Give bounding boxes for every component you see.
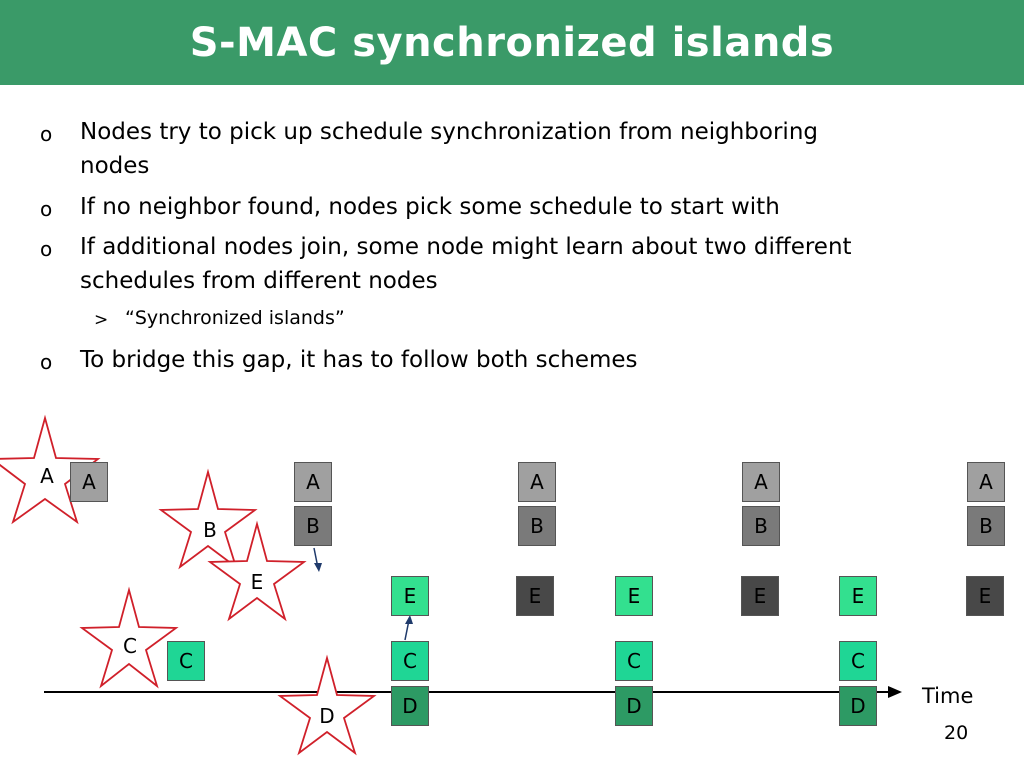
slot-d: D bbox=[839, 686, 877, 726]
slot-b: B bbox=[967, 506, 1005, 546]
c-to-e-arrowhead bbox=[405, 615, 413, 624]
slot-b: B bbox=[518, 506, 556, 546]
sub-bullet-marker: > bbox=[94, 310, 109, 330]
slot-a: A bbox=[294, 462, 332, 502]
slot-e-schedule-2: E bbox=[966, 576, 1004, 616]
time-axis-arrowhead bbox=[888, 686, 902, 698]
slot-a: A bbox=[518, 462, 556, 502]
bullet-text: Nodes try to pick up schedule synchroniz… bbox=[80, 119, 818, 145]
star-node-a bbox=[0, 414, 101, 525]
slot-b: B bbox=[742, 506, 780, 546]
slot-c: C bbox=[839, 641, 877, 681]
slot-e-schedule-1: E bbox=[615, 576, 653, 616]
bullet-marker: o bbox=[40, 350, 53, 374]
bullet-marker: o bbox=[40, 197, 53, 221]
star-node-c bbox=[79, 586, 179, 689]
time-axis-label: Time bbox=[922, 684, 974, 708]
bullet-text: To bridge this gap, it has to follow bot… bbox=[80, 347, 638, 373]
bullet-text: If no neighbor found, nodes pick some sc… bbox=[80, 194, 780, 220]
slot-e-schedule-2: E bbox=[741, 576, 779, 616]
slot-a: A bbox=[967, 462, 1005, 502]
star-node-d bbox=[277, 654, 377, 756]
slot-c: C bbox=[391, 641, 429, 681]
star-label-b: B bbox=[203, 518, 217, 542]
bullet-marker: o bbox=[40, 237, 53, 261]
page-number: 20 bbox=[944, 722, 969, 744]
slot-a: A bbox=[70, 462, 108, 502]
bullet-text: schedules from different nodes bbox=[80, 268, 438, 294]
slot-e-schedule-1: E bbox=[391, 576, 429, 616]
slot-d: D bbox=[615, 686, 653, 726]
slot-e-schedule-2: E bbox=[516, 576, 554, 616]
title-bar: S-MAC synchronized islands bbox=[0, 0, 1024, 85]
star-label-e: E bbox=[250, 570, 264, 594]
slot-d: D bbox=[391, 686, 429, 726]
slot-e-schedule-1: E bbox=[839, 576, 877, 616]
star-label-d: D bbox=[319, 704, 335, 728]
slot-c: C bbox=[167, 641, 205, 681]
sub-bullet-text: “Synchronized islands” bbox=[125, 307, 345, 329]
star-node-e bbox=[207, 520, 307, 622]
star-label-a: A bbox=[40, 464, 54, 488]
slot-a: A bbox=[742, 462, 780, 502]
slot-b: B bbox=[294, 506, 332, 546]
b-to-e-arrowhead bbox=[314, 563, 322, 572]
bullet-list: o Nodes try to pick up schedule synchron… bbox=[40, 119, 852, 374]
star-node-b bbox=[158, 468, 258, 570]
bullet-marker: o bbox=[40, 122, 53, 146]
bullet-text: If additional nodes join, some node migh… bbox=[80, 234, 852, 260]
bullet-text: nodes bbox=[80, 153, 150, 179]
slot-c: C bbox=[615, 641, 653, 681]
slide-title: S-MAC synchronized islands bbox=[189, 19, 835, 66]
star-label-c: C bbox=[123, 634, 137, 658]
